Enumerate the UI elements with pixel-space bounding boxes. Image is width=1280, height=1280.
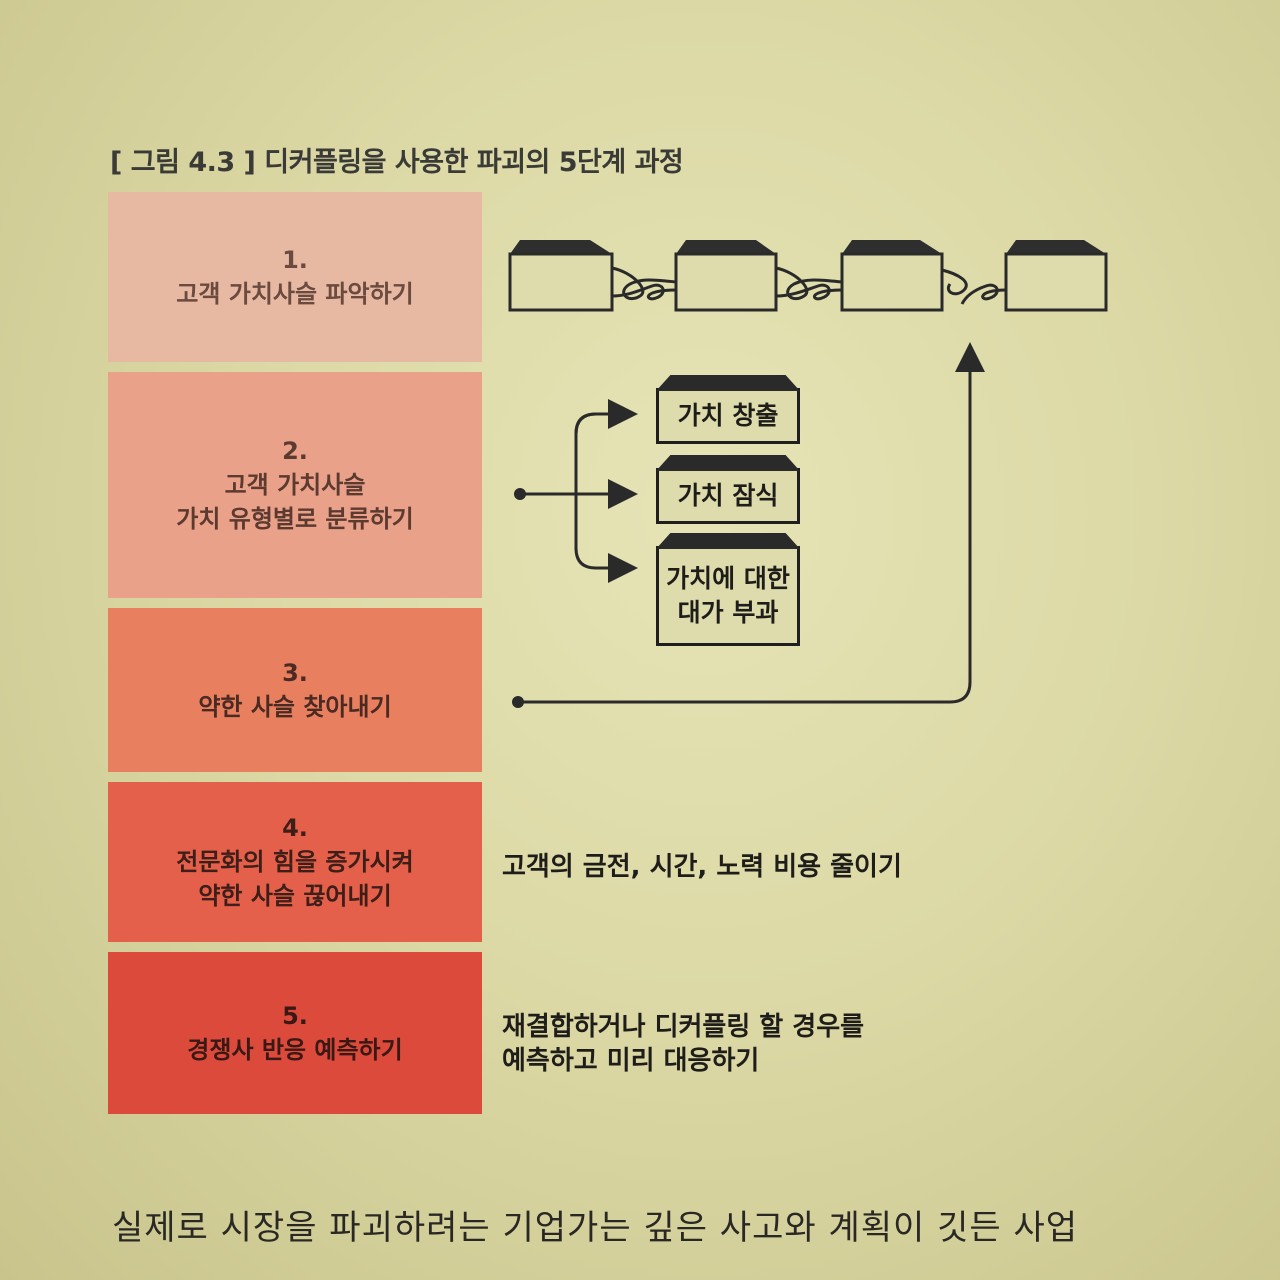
value-chain-diagram (508, 240, 1108, 312)
value-type-capture-label: 가치 잠식 (677, 481, 779, 510)
chain-block-4 (1004, 240, 1108, 312)
step-5-description: 재결합하거나 디커플링 할 경우를 예측하고 미리 대응하기 (502, 1010, 864, 1078)
step-5-label: 경쟁사 반응 예측하기 (187, 1036, 403, 1064)
chain-block-3 (840, 240, 944, 312)
chain-block-2 (674, 240, 778, 312)
step-2-box: 2. 고객 가치사슬 가치 유형별로 분류하기 (108, 372, 482, 598)
step-2-label-line-1: 고객 가치사슬 (224, 471, 366, 499)
step-5-number: 5. (282, 1002, 308, 1030)
step-5-description-line-2: 예측하고 미리 대응하기 (502, 1046, 760, 1076)
value-type-charging-label-line-2: 대가 부과 (677, 598, 779, 627)
arrow-to-value-creation (574, 399, 638, 440)
body-paragraph-text: 실제로 시장을 파괴하려는 기업가는 깊은 사고와 계획이 깃든 사업 (112, 1208, 1079, 1248)
step-3-box: 3. 약한 사슬 찾아내기 (108, 608, 482, 772)
step-4-description: 고객의 금전, 시간, 노력 비용 줄이기 (502, 850, 902, 884)
value-type-box-capture: 가치 잠식 (656, 468, 800, 524)
step-4-label-line-2: 약한 사슬 끊어내기 (198, 882, 392, 910)
value-type-box-charging: 가치에 대한 대가 부과 (656, 546, 800, 646)
step-3-weak-link-arrow (512, 342, 985, 708)
step-4-box: 4. 전문화의 힘을 증가시켜 약한 사슬 끊어내기 (108, 782, 482, 942)
step-2-number: 2. (282, 437, 308, 465)
step-1-label: 고객 가치사슬 파악하기 (176, 280, 414, 308)
step-5-box: 5. 경쟁사 반응 예측하기 (108, 952, 482, 1114)
value-type-box-creation: 가치 창출 (656, 388, 800, 444)
step-2-label-line-2: 가치 유형별로 분류하기 (176, 505, 414, 533)
step-4-label-line-1: 전문화의 힘을 증가시켜 (176, 848, 414, 876)
step-3-number: 3. (282, 659, 308, 687)
step-4-number: 4. (282, 814, 308, 842)
figure-title: [ 그림 4.3 ] 디커플링을 사용한 파괴의 5단계 과정 (110, 147, 684, 178)
value-type-creation-label: 가치 창출 (677, 401, 779, 430)
chain-link-1-2 (611, 266, 677, 301)
step-5-description-line-1: 재결합하거나 디커플링 할 경우를 (502, 1012, 865, 1042)
value-type-charging-label-line-1: 가치에 대한 (666, 564, 790, 593)
step-3-label: 약한 사슬 찾아내기 (198, 693, 392, 721)
chain-link-3-4-weak (941, 268, 1007, 305)
step-1-number: 1. (282, 246, 308, 274)
arrow-to-value-charging (574, 412, 638, 583)
step-4-description-line-1: 고객의 금전, 시간, 노력 비용 줄이기 (502, 852, 902, 882)
step-2-branch-arrows (514, 399, 638, 583)
chain-link-2-3 (775, 266, 843, 301)
chain-block-1 (508, 240, 614, 312)
step-1-box: 1. 고객 가치사슬 파악하기 (108, 192, 482, 362)
